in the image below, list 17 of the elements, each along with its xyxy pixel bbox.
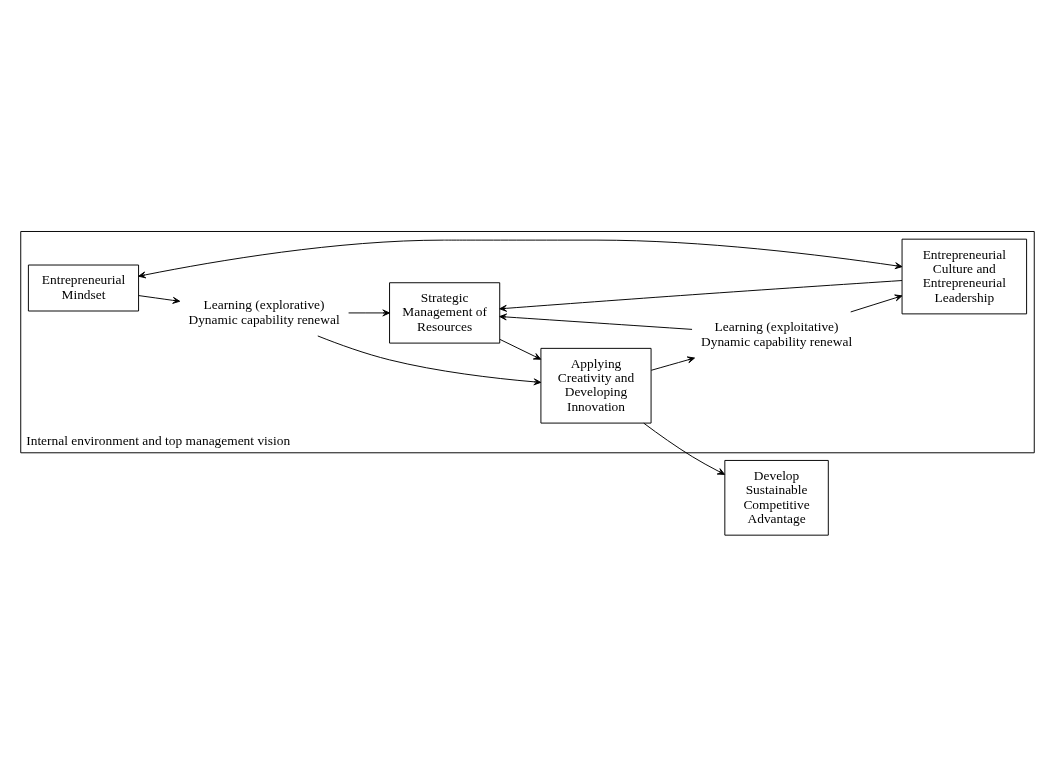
node-text: Learning (explorative) Dynamic capability renewal [188,296,340,327]
node-box: Develop Sustainable Competitive Advantage [724,459,829,536]
node-box: Applying Creativity and Developing Innovation [540,347,652,424]
arrow [138,294,181,304]
arrow [643,422,726,475]
arrow [650,355,695,371]
node-box: Entrepreneurial Culture and Entrepreneurial Leadership [901,238,1028,314]
node-box: Entrepreneurial Mindset [27,264,140,311]
arrow [850,293,903,312]
arrow [138,239,903,278]
node-box: Strategic Management of Resources [389,281,501,344]
arrow [317,334,542,385]
arrow [499,338,542,360]
node-text: Learning (exploitative) Dynamic capability renewal [701,318,853,349]
arrow [499,279,903,312]
arrow [348,308,390,316]
arrow [499,313,693,330]
